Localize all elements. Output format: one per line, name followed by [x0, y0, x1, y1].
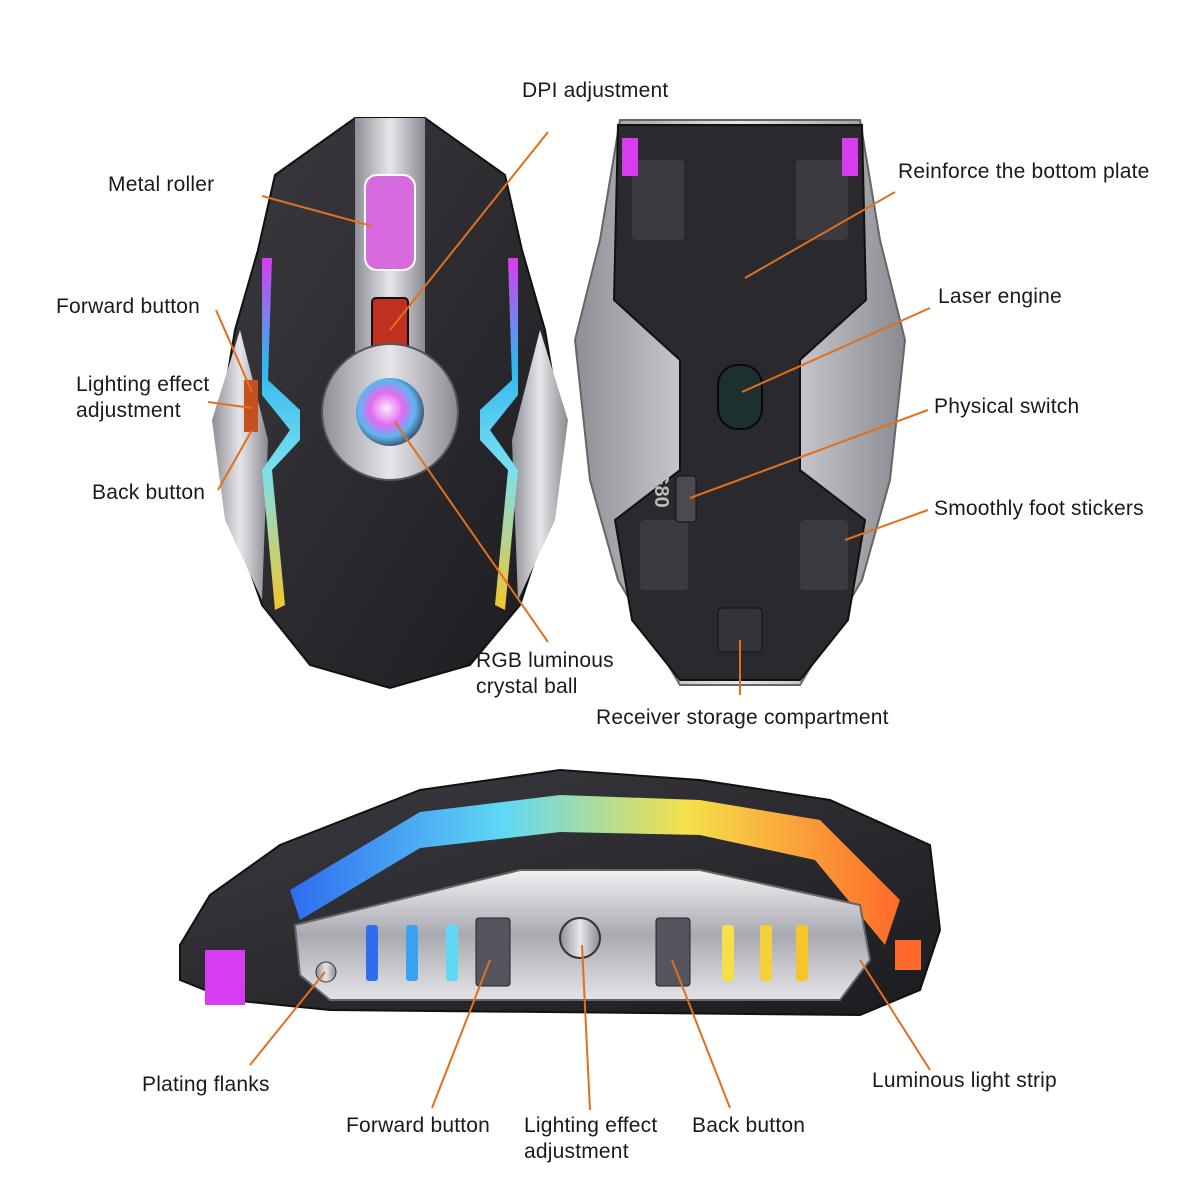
label-rgb-crystal-ball: RGB luminous crystal ball	[476, 648, 614, 700]
foot-sticker-bottom-right	[800, 520, 848, 590]
side-view-led-arc	[290, 795, 900, 945]
side-view-blue-bar-3	[446, 925, 458, 981]
label-plating-flanks: Plating flanks	[142, 1073, 270, 1096]
label-forward-button-side: Forward button	[346, 1114, 491, 1137]
label-physical-switch: Physical switch	[934, 395, 1080, 418]
top-view-side-buttons	[244, 380, 258, 432]
label-lighting-effect-side: Lighting effect adjustment	[524, 1113, 657, 1165]
leader-plating	[249, 971, 326, 1066]
label-lighting-effect-top-line2: adjustment	[76, 399, 181, 422]
bottom-view-model-mark: G80	[650, 470, 672, 508]
label-lighting-effect-top: Lighting effect adjustment	[76, 372, 209, 424]
label-rgb-line2: crystal ball	[476, 675, 578, 698]
top-view-right-plating	[512, 330, 568, 600]
leader-light-strip	[859, 959, 931, 1071]
leader-lighting-side	[581, 944, 591, 1111]
mouse-top-view	[212, 117, 568, 690]
leader-lighting-top	[207, 401, 253, 409]
leader-foot-stickers	[844, 509, 929, 541]
label-metal-roller: Metal roller	[108, 173, 215, 196]
label-lighting-effect-side-line1: Lighting effect	[524, 1114, 658, 1137]
physical-switch	[675, 475, 697, 523]
leader-dpi	[389, 131, 549, 331]
side-view-front-led	[895, 940, 921, 970]
label-laser-engine: Laser engine	[938, 285, 1062, 308]
top-view-left-led-strip	[262, 258, 300, 610]
foot-sticker-bottom-left	[640, 520, 688, 590]
label-back-button-top: Back button	[92, 481, 206, 504]
leader-laser	[741, 307, 931, 393]
label-forward-button-top: Forward button	[56, 295, 201, 318]
leader-metal-roller	[261, 195, 373, 227]
mouse-bottom-view: G80	[573, 119, 907, 686]
label-dpi-adjustment: DPI adjustment	[522, 79, 669, 102]
side-view-forward-button	[475, 917, 511, 987]
side-view-yellow-bar-1	[722, 925, 734, 981]
leader-forward-button-top	[215, 309, 253, 393]
side-view-yellow-bar-3	[796, 925, 808, 981]
label-lighting-effect-top-line1: Lighting effect	[76, 373, 210, 396]
leader-back-button-side	[671, 959, 731, 1109]
laser-engine-window	[717, 364, 763, 430]
top-view-crystal-ball	[356, 378, 424, 446]
leader-lines	[207, 131, 931, 1111]
side-view-blue-bar-1	[366, 925, 378, 981]
label-foot-stickers: Smoothly foot stickers	[934, 497, 1144, 520]
leader-rgb-ball	[394, 421, 549, 643]
label-rgb-line1: RGB luminous	[476, 649, 614, 672]
foot-sticker-top-left	[632, 160, 684, 240]
leader-forward-button-side	[431, 959, 491, 1109]
label-lighting-effect-side-line2: adjustment	[524, 1140, 629, 1163]
foot-sticker-top-right	[796, 160, 848, 240]
side-view-yellow-bar-2	[760, 925, 772, 981]
label-luminous-light-strip: Luminous light strip	[872, 1069, 1057, 1092]
mouse-side-view	[179, 768, 942, 1017]
leader-back-button-top	[217, 429, 253, 491]
label-back-button-side: Back button	[692, 1114, 806, 1137]
side-view-back-button	[655, 917, 691, 987]
leader-physical-switch	[689, 409, 929, 499]
bottom-view-top-led-right	[842, 138, 858, 176]
label-reinforce-bottom-plate: Reinforce the bottom plate	[898, 160, 1150, 183]
top-view-right-led-strip	[480, 258, 518, 610]
side-view-lighting-button	[559, 917, 601, 959]
side-view-blue-bar-2	[406, 925, 418, 981]
side-view-rear-led	[205, 950, 245, 1005]
label-receiver-compartment: Receiver storage compartment	[596, 706, 889, 729]
top-view-scroll-wheel	[364, 174, 416, 271]
leader-reinforce	[744, 191, 896, 279]
bottom-view-top-led-left	[622, 138, 638, 176]
